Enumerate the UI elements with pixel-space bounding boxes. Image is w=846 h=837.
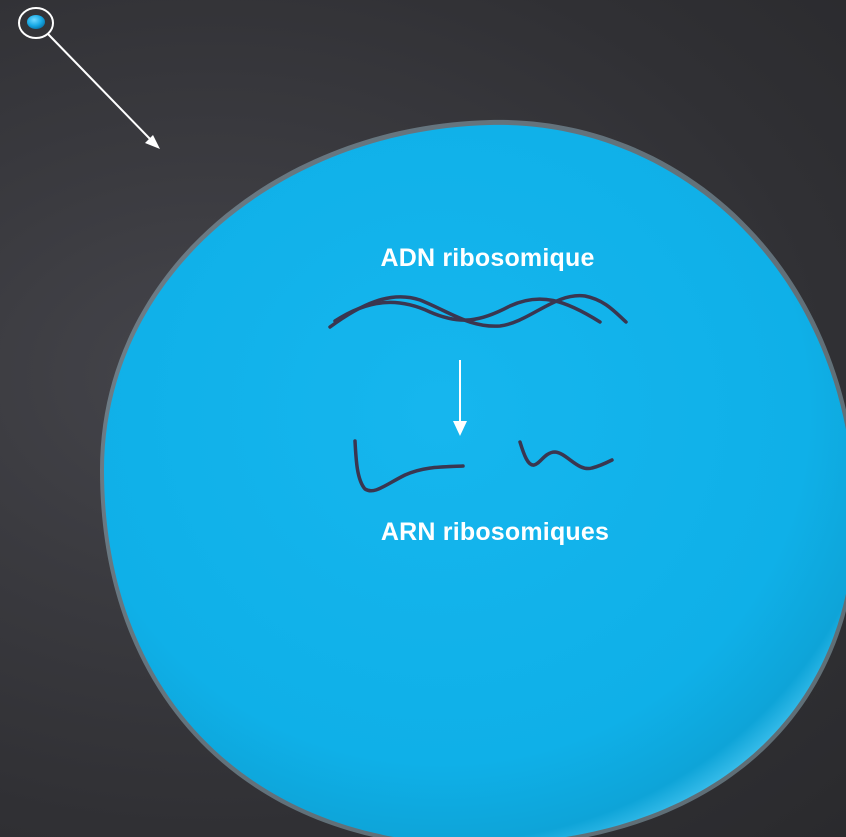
- dna-double-strand-icon: [328, 294, 628, 329]
- small-nucleolus-icon: [18, 7, 54, 39]
- rna-label: ARN ribosomiques: [380, 518, 610, 546]
- nucleolus-large: [100, 119, 846, 837]
- transcription-arrow-icon: [453, 360, 467, 436]
- zoom-arrow-icon: [47, 33, 160, 149]
- dna-label: ADN ribosomique: [380, 244, 595, 272]
- rna-strand-icon: [353, 439, 614, 493]
